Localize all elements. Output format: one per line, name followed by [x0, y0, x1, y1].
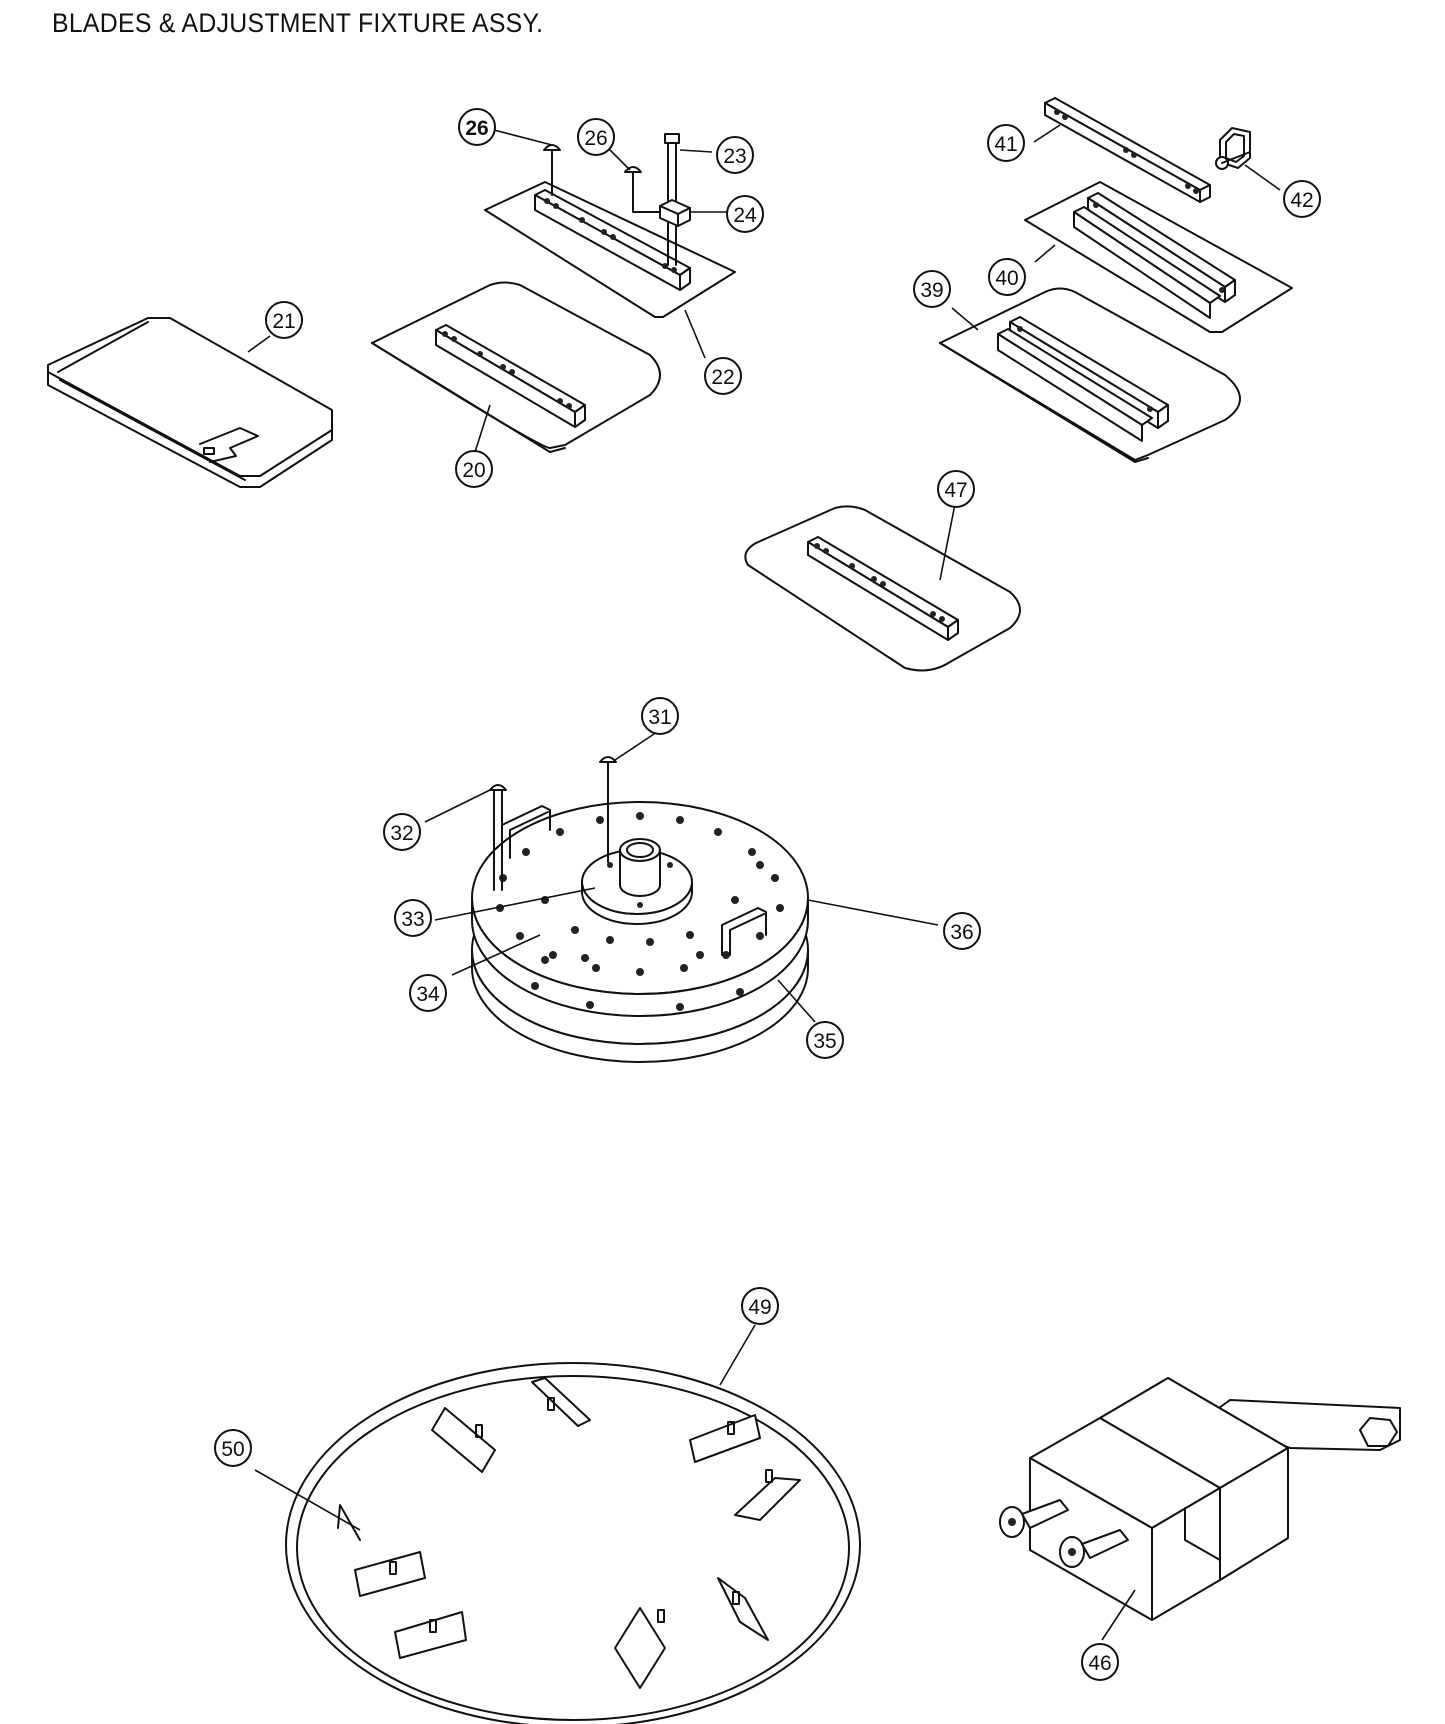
blade-40 — [1024, 181, 1293, 333]
callout-label: 39 — [920, 279, 943, 302]
bolt-26a — [543, 144, 561, 196]
blade-22 — [484, 181, 736, 318]
screw-a — [999, 1499, 1069, 1538]
blade-39 — [939, 287, 1241, 463]
callout-33: 33 — [394, 899, 432, 937]
hub-33 — [581, 838, 693, 925]
callout-40: 40 — [988, 258, 1026, 296]
callout-label: 47 — [944, 479, 967, 502]
block-24 — [659, 199, 691, 227]
screw-b — [1059, 1529, 1129, 1568]
callout-26b: 26 — [577, 118, 615, 156]
callout-41: 41 — [987, 124, 1025, 162]
callout-42: 42 — [1283, 180, 1321, 218]
blade-21 — [47, 317, 333, 488]
callout-39: 39 — [913, 270, 951, 308]
callout-34: 34 — [409, 974, 447, 1012]
blade-20 — [371, 281, 661, 453]
callout-21: 21 — [265, 301, 303, 339]
callout-24: 24 — [726, 195, 764, 233]
callout-31: 31 — [641, 697, 679, 735]
callout-label: 34 — [416, 983, 440, 1006]
callout-label: 36 — [950, 921, 973, 944]
callout-label: 31 — [648, 706, 671, 729]
callout-32: 32 — [383, 813, 421, 851]
callout-label: 23 — [723, 145, 746, 168]
pan-clips — [354, 1377, 801, 1689]
bar-41 — [1044, 97, 1211, 203]
callout-label: 24 — [733, 204, 757, 227]
callout-50: 50 — [214, 1429, 252, 1467]
callout-label: 26 — [584, 127, 607, 150]
callout-23: 23 — [716, 136, 754, 174]
callout-47: 47 — [937, 470, 975, 508]
callout-label: 49 — [748, 1296, 771, 1319]
callout-49: 49 — [741, 1287, 779, 1325]
callout-label: 46 — [1088, 1652, 1111, 1675]
callout-label: 50 — [221, 1438, 244, 1461]
callout-label: 40 — [995, 267, 1018, 290]
page-title: BLADES & ADJUSTMENT FIXTURE ASSY. — [52, 8, 544, 38]
callout-20: 20 — [455, 450, 493, 488]
callout-label: 21 — [272, 310, 295, 333]
clip-50 — [337, 1504, 361, 1541]
callout-label: 32 — [390, 822, 413, 845]
callout-36: 36 — [943, 912, 981, 950]
bolt-32 — [489, 784, 507, 891]
pin-clip-42 — [1215, 127, 1251, 170]
handle-right — [721, 907, 767, 956]
callout-label: 33 — [401, 908, 424, 931]
fixture-block-46 — [1029, 1377, 1401, 1621]
callout-label: 35 — [813, 1030, 836, 1053]
bolt-26b — [624, 166, 661, 213]
callout-26a: 26 — [458, 108, 496, 146]
callout-35: 35 — [806, 1021, 844, 1059]
leader-lines — [247, 124, 1281, 1641]
bolt-31 — [599, 756, 617, 863]
callout-label: 22 — [711, 366, 734, 389]
callout-22: 22 — [704, 357, 742, 395]
callout-label: 42 — [1290, 189, 1313, 212]
callout-label: 26 — [465, 117, 488, 140]
blade-47 — [744, 505, 1021, 672]
callout-46: 46 — [1081, 1643, 1119, 1681]
callout-label: 41 — [994, 133, 1017, 156]
callout-label: 20 — [462, 459, 485, 482]
